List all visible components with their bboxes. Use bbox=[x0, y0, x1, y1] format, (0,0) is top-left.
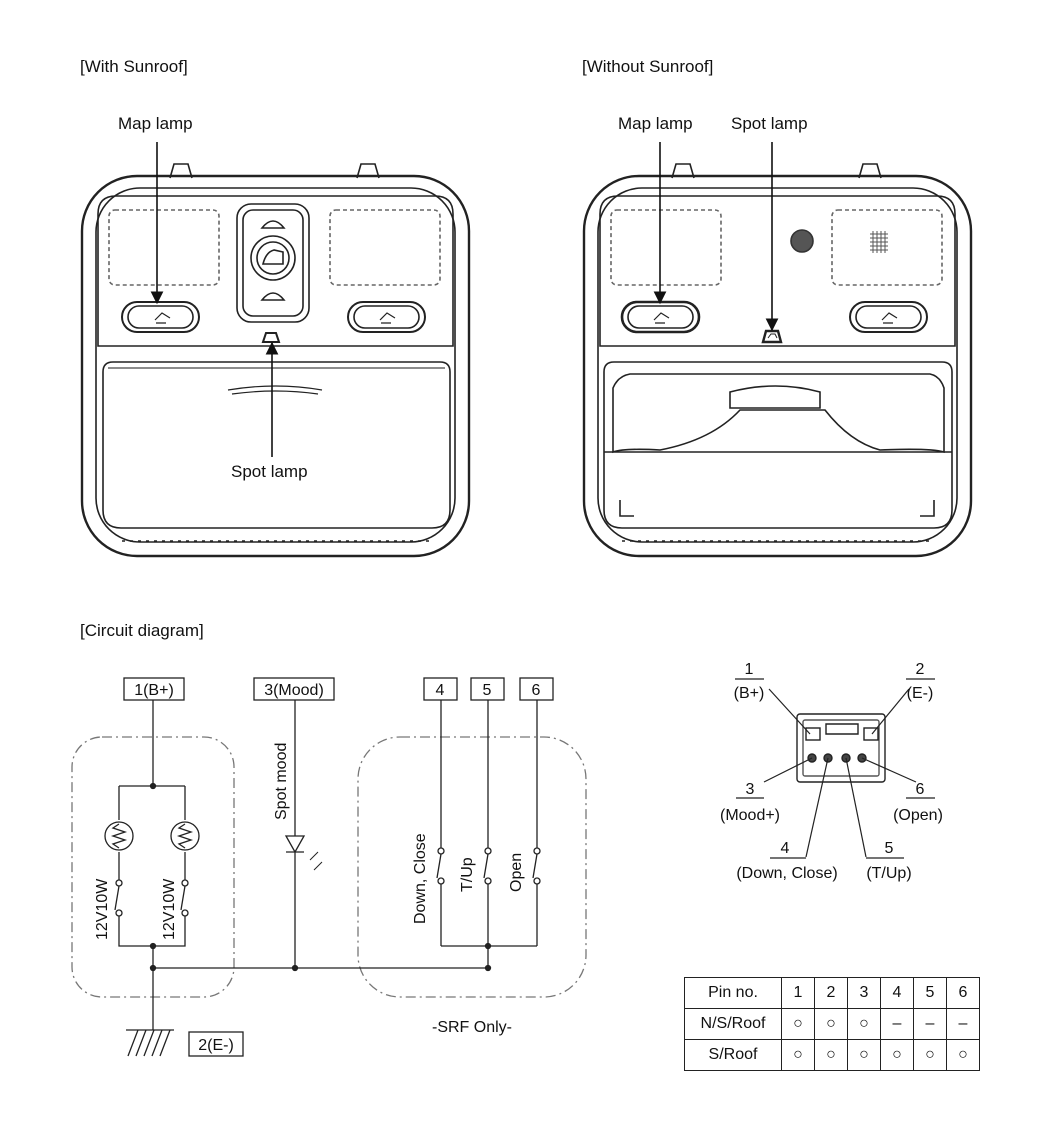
console-with-sunroof bbox=[80, 163, 471, 558]
terminal-6-label: 6 bbox=[532, 682, 541, 699]
spot-mood-label: Spot mood bbox=[273, 743, 290, 820]
pin-2-number: 2 bbox=[916, 661, 925, 678]
table-cell: ○ bbox=[880, 1039, 914, 1071]
table-header-cell: 5 bbox=[913, 977, 947, 1009]
table-cell: – bbox=[913, 1008, 947, 1040]
table-header-cell: 2 bbox=[814, 977, 848, 1009]
table-cell: ○ bbox=[781, 1039, 815, 1071]
pin-5-number: 5 bbox=[885, 840, 894, 857]
heading-without-sunroof: [Without Sunroof] bbox=[582, 57, 713, 76]
lamp-right-rating: 12V10W bbox=[161, 878, 178, 940]
pin-6-name: (Open) bbox=[893, 807, 943, 824]
table-row: N/S/Roof ○ ○ ○ – – – bbox=[684, 1008, 980, 1040]
table-cell: ○ bbox=[814, 1039, 848, 1071]
table-cell: ○ bbox=[847, 1039, 881, 1071]
pin-3-number: 3 bbox=[746, 781, 755, 798]
pin-1-name: (B+) bbox=[734, 685, 765, 702]
terminal-1-label: 1(B+) bbox=[134, 682, 174, 699]
lamp-left-rating: 12V10W bbox=[94, 878, 111, 940]
table-header-cell: 1 bbox=[781, 977, 815, 1009]
heading-with-sunroof: [With Sunroof] bbox=[80, 57, 188, 76]
table-header-cell: Pin no. bbox=[684, 977, 782, 1009]
pin-1-number: 1 bbox=[745, 661, 754, 678]
row-label: N/S/Roof bbox=[684, 1008, 782, 1040]
label-spot-lamp-with-sunroof: Spot lamp bbox=[231, 462, 308, 481]
pin-6-number: 6 bbox=[916, 781, 925, 798]
table-cell: ○ bbox=[946, 1039, 980, 1071]
terminal-2-label: 2(E-) bbox=[198, 1037, 234, 1054]
switch-down-close-label: Down, Close bbox=[412, 833, 429, 924]
table-cell: – bbox=[880, 1008, 914, 1040]
srf-only-label: -SRF Only- bbox=[432, 1019, 512, 1036]
row-label: S/Roof bbox=[684, 1039, 782, 1071]
table-cell: ○ bbox=[847, 1008, 881, 1040]
table-cell: ○ bbox=[814, 1008, 848, 1040]
table-header-cell: 4 bbox=[880, 977, 914, 1009]
terminal-4-label: 4 bbox=[436, 682, 445, 699]
label-map-lamp-with-sunroof: Map lamp bbox=[118, 114, 193, 133]
pin-2-name: (E-) bbox=[907, 685, 934, 702]
table-row: S/Roof ○ ○ ○ ○ ○ ○ bbox=[684, 1039, 980, 1071]
label-map-lamp-without-sunroof: Map lamp bbox=[618, 114, 693, 133]
table-cell: – bbox=[946, 1008, 980, 1040]
pin-4-number: 4 bbox=[781, 840, 790, 857]
table-header-cell: 3 bbox=[847, 977, 881, 1009]
connector-pin-labels: 1 (B+) 2 (E-) 3 (Mood+) 6 (Open) 4 (Down… bbox=[720, 661, 943, 882]
connector-pinout bbox=[763, 688, 917, 858]
label-spot-lamp-without-sunroof: Spot lamp bbox=[731, 114, 808, 133]
table-cell: ○ bbox=[781, 1008, 815, 1040]
console-without-sunroof bbox=[582, 163, 973, 558]
pin-usage-table: Pin no. 1 2 3 4 5 6 N/S/Roof ○ ○ ○ – – –… bbox=[684, 977, 980, 1071]
table-header-cell: 6 bbox=[946, 977, 980, 1009]
pin-3-name: (Mood+) bbox=[720, 807, 780, 824]
terminal-3-label: 3(Mood) bbox=[264, 682, 324, 699]
table-header-row: Pin no. 1 2 3 4 5 6 bbox=[684, 977, 980, 1009]
pin-4-name: (Down, Close) bbox=[736, 865, 837, 882]
switch-open-label: Open bbox=[508, 853, 525, 892]
circuit-wiring bbox=[71, 677, 587, 1057]
table-cell: ○ bbox=[913, 1039, 947, 1071]
switch-tup-label: T/Up bbox=[459, 857, 476, 892]
heading-circuit-diagram: [Circuit diagram] bbox=[80, 621, 204, 640]
terminal-5-label: 5 bbox=[483, 682, 492, 699]
pin-5-name: (T/Up) bbox=[866, 865, 911, 882]
